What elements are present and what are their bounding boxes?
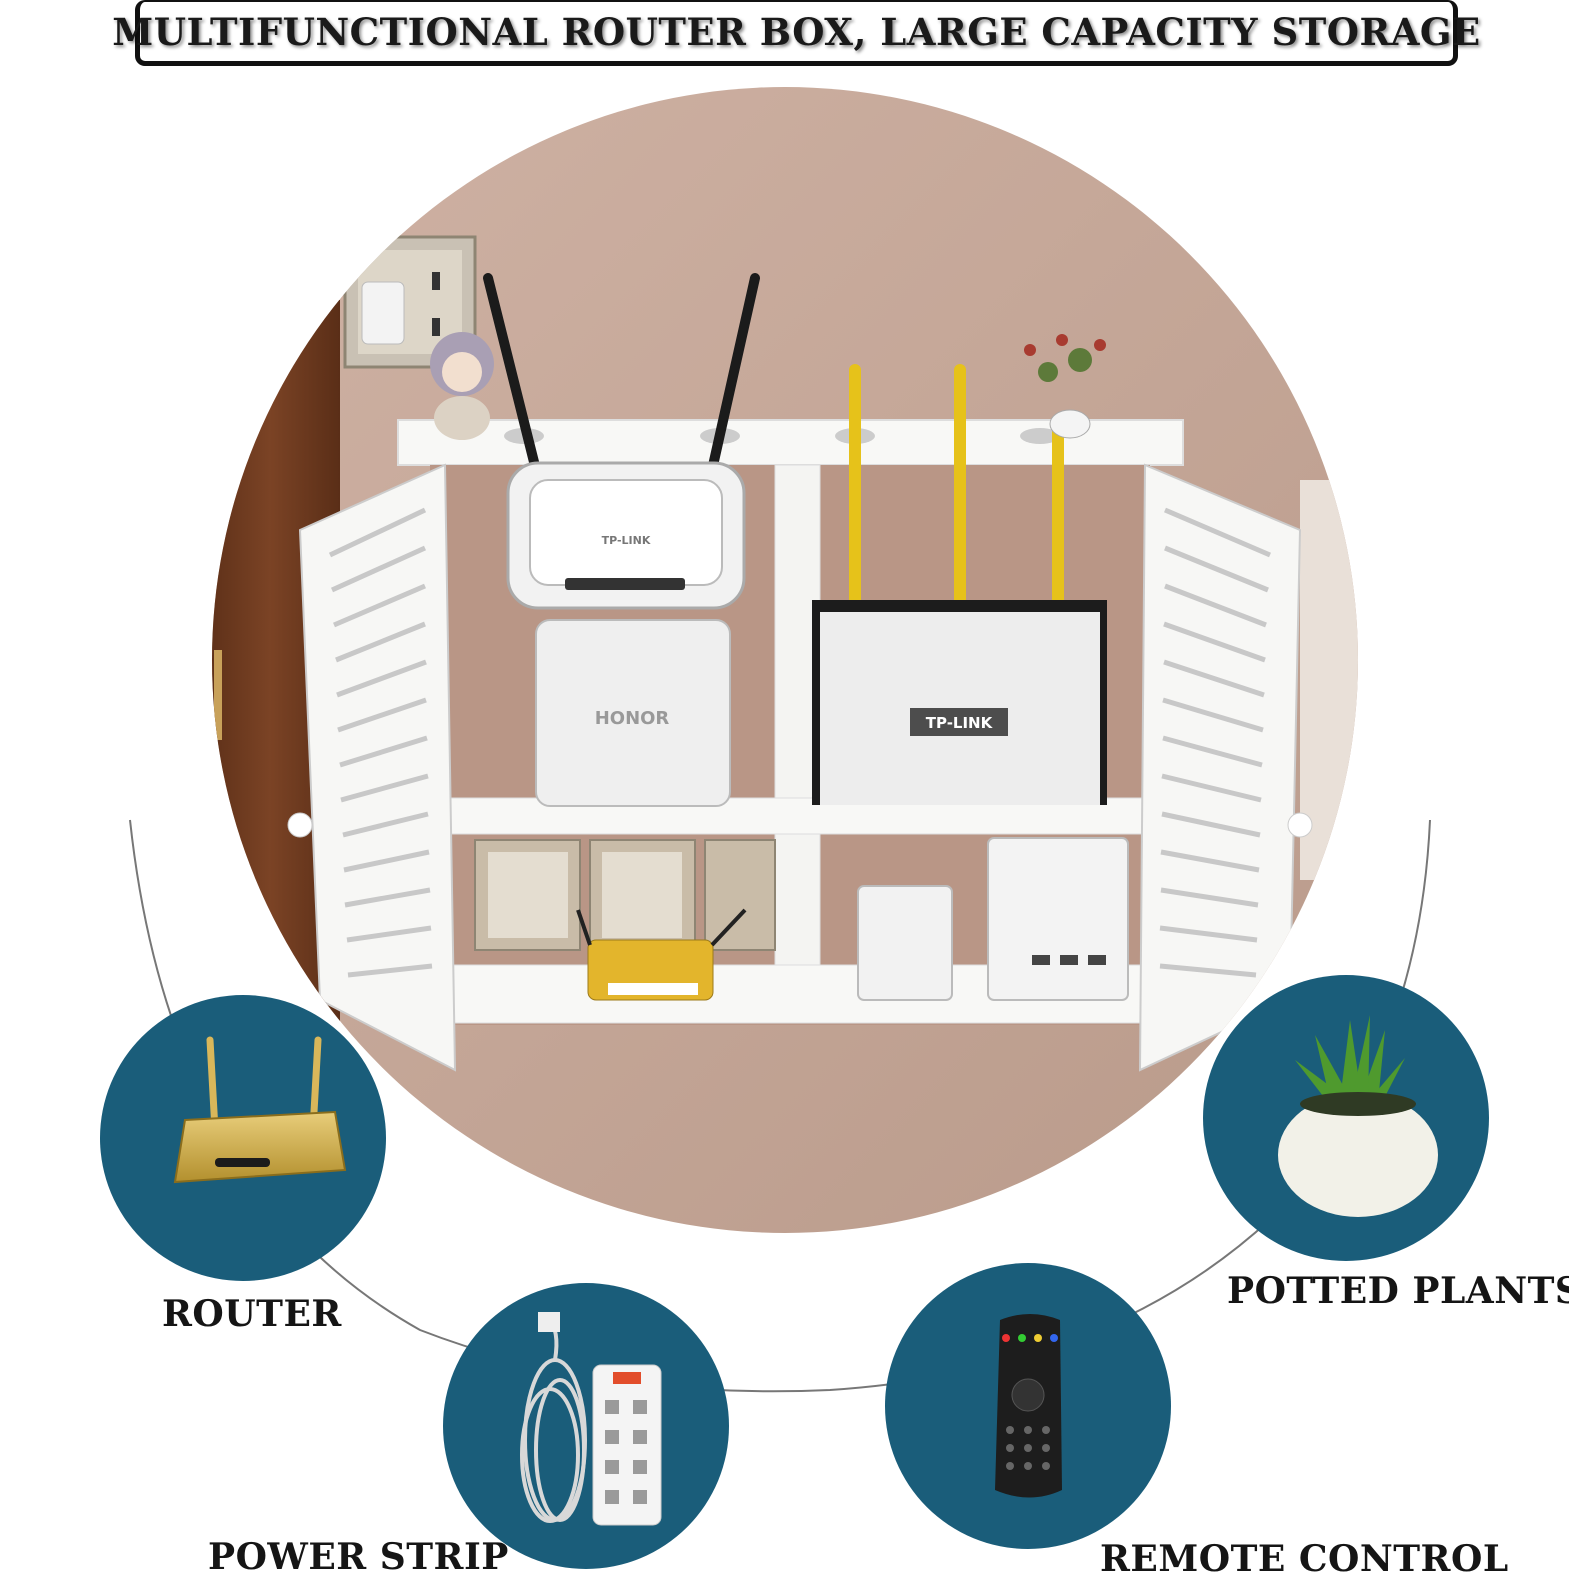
potted-plant-icon [1203,975,1489,1261]
router-icon [100,995,386,1281]
feature-label-router: ROUTER [162,1293,342,1335]
main-scene: TP-LINK HONOR TP-LINK [212,87,1358,1233]
remote-control-icon [885,1263,1171,1549]
small-router-logo: TP-LINK [602,534,651,547]
left-door-louvers [328,507,433,978]
feature-label-remote-control: REMOTE CONTROL [1100,1538,1509,1580]
page-title: MULTIFUNCTIONAL ROUTER BOX, LARGE CAPACI… [112,9,1481,54]
feature-label-power-strip: POWER STRIP [208,1536,509,1578]
main-router-logo: TP-LINK [926,714,994,732]
power-strip-icon [443,1283,729,1569]
right-door-louvers [1159,507,1271,978]
title-banner: MULTIFUNCTIONAL ROUTER BOX, LARGE CAPACI… [112,0,1480,66]
white-box-logo: HONOR [595,708,670,729]
feature-label-potted-plants: POTTED PLANTS [1227,1270,1569,1312]
